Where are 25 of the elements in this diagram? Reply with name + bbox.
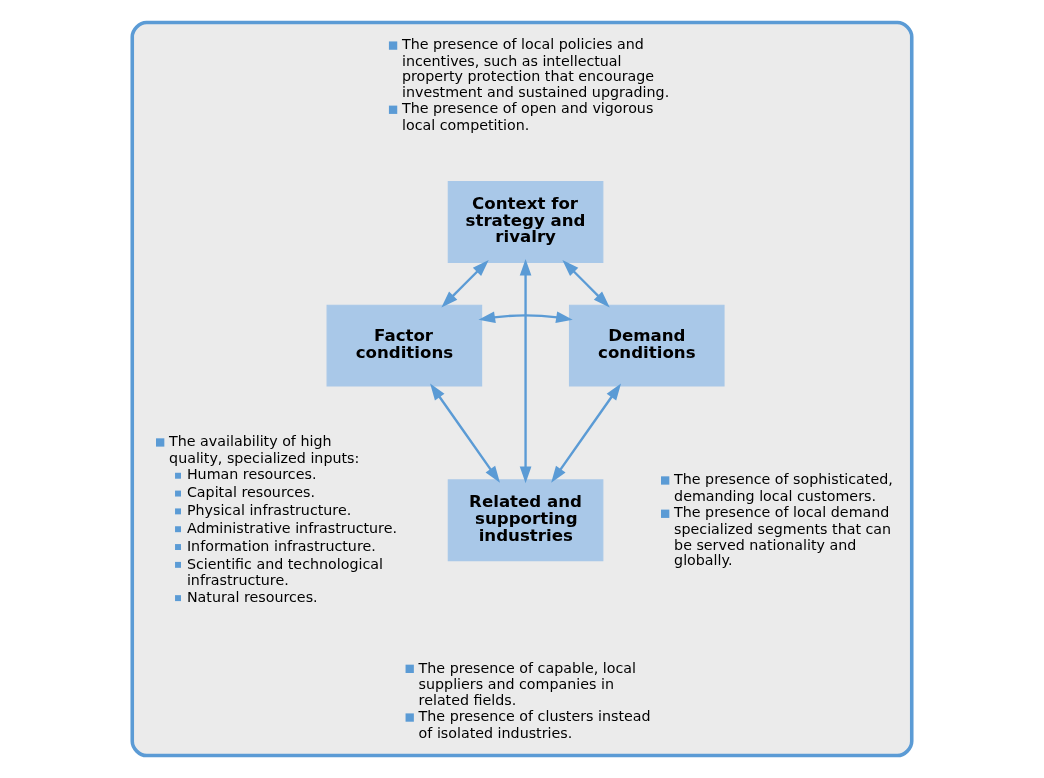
arrow (441, 260, 489, 308)
node-label: The availability of high quality, specialized inputs: (169, 433, 360, 466)
node-box: Factor conditions (326, 304, 483, 387)
node-label: The presence of local policies and incentives, such as intellectual property protection that encourage investment and sustained upgrading. (401, 36, 670, 100)
node-label: The presence of capable, local suppliers and companies in related fields. (418, 659, 637, 708)
node-label: Natural resources. (186, 588, 318, 605)
node-label: Administrative infrastructure. (186, 519, 397, 536)
node-box: Related and supporting industries (447, 479, 604, 562)
node-label: Scientific and technological infrastructure. (186, 555, 383, 589)
arrow (430, 383, 500, 483)
node-box: Demand conditions (568, 304, 725, 387)
node-box: Context for strategy and rivalry (447, 181, 604, 264)
node-label: The presence of sophisticated, demanding local customers. (674, 471, 893, 504)
cluster (130, 20, 914, 758)
node-label: The presence of clusters instead of isolated industries. (418, 708, 651, 741)
node-label: Information infrastructure. (186, 537, 376, 554)
arrow (562, 260, 610, 308)
node-label: The presence of local demand specialized segments that can be served nationality and globally. (674, 504, 892, 568)
arrow (519, 258, 532, 484)
arrow (478, 311, 573, 323)
node-label: Human resources. (186, 466, 317, 483)
node-label: Physical infrastructure. (186, 502, 352, 519)
node-label: The presence of open and vigorous local competition. (401, 100, 654, 134)
node-label: Capital resources. (186, 484, 316, 501)
arrow (551, 383, 622, 483)
